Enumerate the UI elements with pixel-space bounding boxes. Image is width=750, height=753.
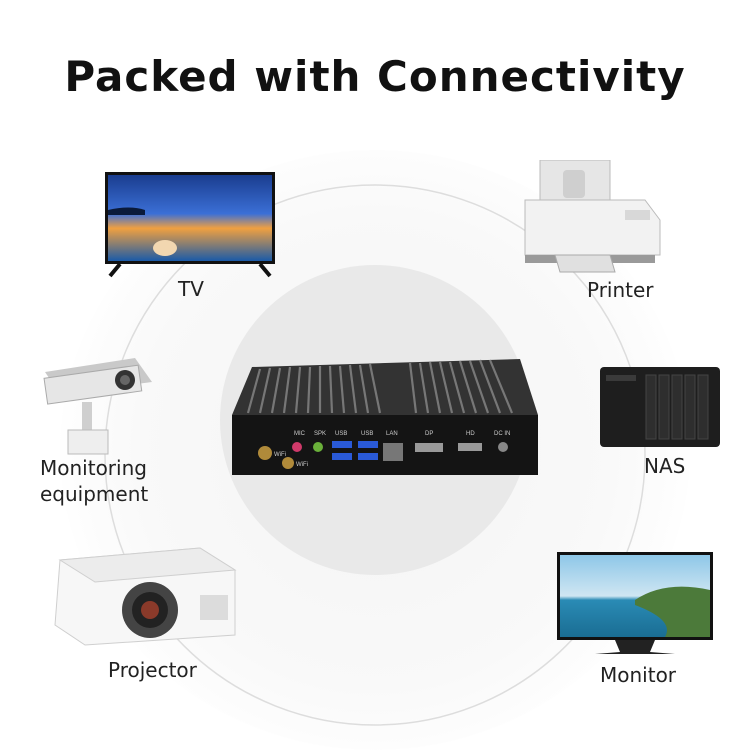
monitoring-label-line1: Monitoring xyxy=(40,456,147,480)
printer-label: Printer xyxy=(587,278,654,302)
monitoring-label-line2: equipment xyxy=(40,482,149,506)
tv-icon xyxy=(105,172,275,278)
projector-label: Projector xyxy=(108,658,197,682)
port-mic-label: MIC xyxy=(294,431,306,437)
tv-label: TV xyxy=(178,277,204,301)
mini-pc-icon: MIC SPK USB USB LAN DP HD DC IN WiFi WiF… xyxy=(232,359,538,475)
port-wifi2-label: WiFi xyxy=(296,462,308,468)
port-wifi1-label: WiFi xyxy=(274,452,286,458)
port-lan-label: LAN xyxy=(386,431,398,437)
nas-icon xyxy=(600,367,720,447)
port-hd-label: HD xyxy=(466,431,475,437)
monitor-label: Monitor xyxy=(600,663,677,687)
port-spk-label: SPK xyxy=(314,431,326,437)
printer-icon xyxy=(524,160,661,273)
port-dp-label: DP xyxy=(425,431,433,437)
port-dcin-label: DC IN xyxy=(494,431,510,437)
port-usb2-label: USB xyxy=(361,431,373,437)
page-title: Packed with Connectivity xyxy=(64,52,686,101)
monitor-icon xyxy=(557,552,713,654)
projector-icon xyxy=(54,547,237,646)
port-usb1-label: USB xyxy=(335,431,347,437)
camera-icon xyxy=(43,358,152,455)
nas-label: NAS xyxy=(644,454,686,478)
